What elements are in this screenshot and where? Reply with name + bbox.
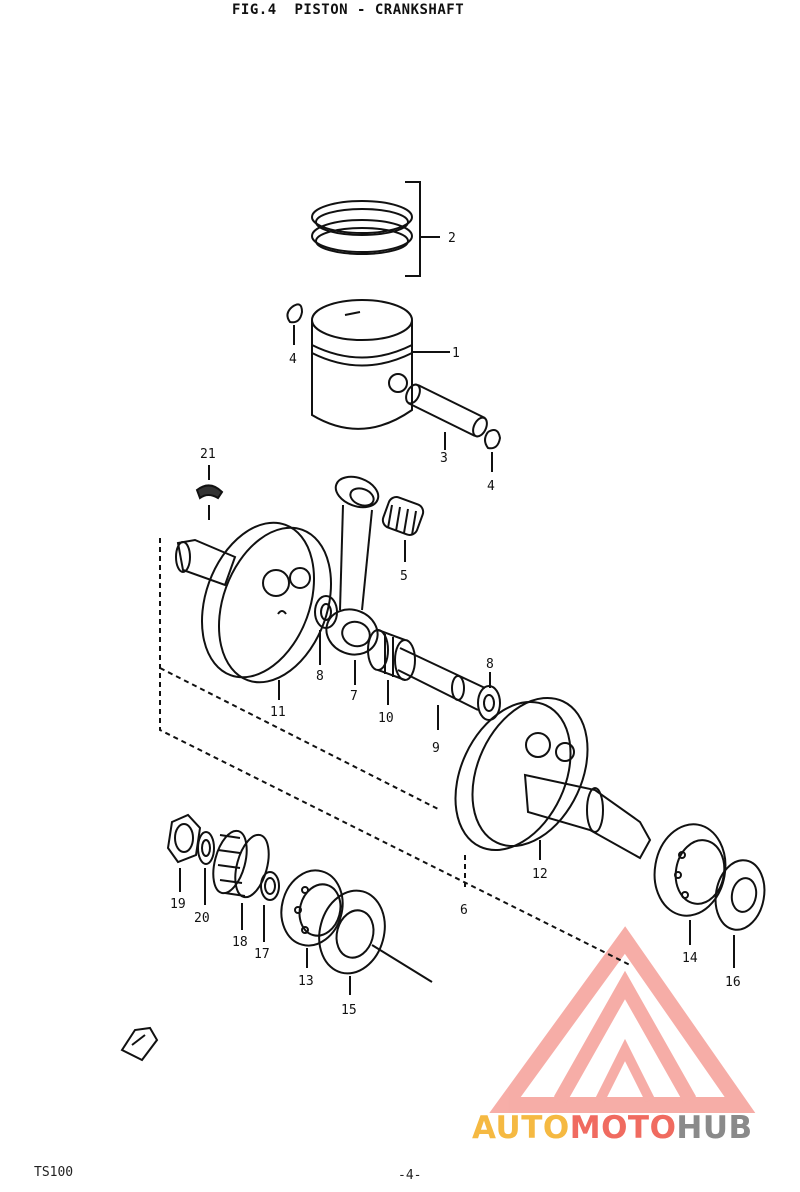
piston-rings-part (311, 181, 440, 277)
crankshaft-assembly-bracket (159, 538, 631, 966)
connecting-rod-part (325, 475, 380, 685)
page-number: -4- (398, 1168, 422, 1183)
callout-4b: 4 (487, 479, 495, 494)
right-crank-half-part (454, 696, 652, 860)
nut-washer-part (166, 813, 215, 905)
callout-4a: 4 (289, 352, 297, 367)
spacer-part (260, 871, 280, 942)
figure-title: FIG.4 PISTON - CRANKSHAFT (232, 2, 465, 18)
callout-18: 18 (232, 935, 248, 950)
watermark-hub: HUB (676, 1110, 753, 1146)
piston-part (311, 299, 450, 430)
primary-drive-gear-part (212, 829, 270, 930)
left-crank-half-part (175, 521, 333, 700)
watermark-logo (489, 926, 756, 1113)
right-bearing-part (653, 823, 727, 945)
callout-7: 7 (350, 689, 358, 704)
callout-16: 16 (725, 975, 741, 990)
needle-bearing-lower-part (367, 629, 416, 705)
thrust-washer-part (314, 595, 501, 721)
callout-12: 12 (532, 867, 548, 882)
oil-seal-right-part (714, 859, 766, 968)
callout-9: 9 (432, 741, 440, 756)
callout-6: 6 (460, 903, 468, 918)
watermark-text: AUTOMOTOHUB (472, 1110, 753, 1146)
callout-15: 15 (341, 1003, 357, 1018)
callout-5: 5 (400, 569, 408, 584)
woodruff-key-part (195, 465, 224, 520)
callout-11: 11 (270, 705, 286, 720)
model-label: TS100 (34, 1165, 74, 1180)
callout-13: 13 (298, 974, 314, 989)
callout-2: 2 (448, 231, 456, 246)
callout-14: 14 (682, 951, 698, 966)
left-bearing-part (280, 869, 344, 968)
callout-17: 17 (254, 947, 270, 962)
direction-arrow-icon (120, 1026, 159, 1062)
callout-3: 3 (440, 451, 448, 466)
callout-21: 21 (200, 447, 216, 462)
circlip-part (286, 303, 502, 472)
callout-20: 20 (194, 911, 210, 926)
needle-bearing-upper-part (381, 496, 425, 562)
callout-8b: 8 (486, 657, 494, 672)
callout-8a: 8 (316, 669, 324, 684)
watermark-auto: AUTO (472, 1110, 570, 1146)
oil-seal-left-part (318, 889, 433, 995)
callout-1: 1 (452, 346, 460, 361)
callout-19: 19 (170, 897, 186, 912)
callout-10: 10 (378, 711, 394, 726)
watermark-moto: MOTO (569, 1110, 677, 1146)
piston-pin-part (405, 383, 488, 450)
crank-pin-part (397, 647, 486, 730)
